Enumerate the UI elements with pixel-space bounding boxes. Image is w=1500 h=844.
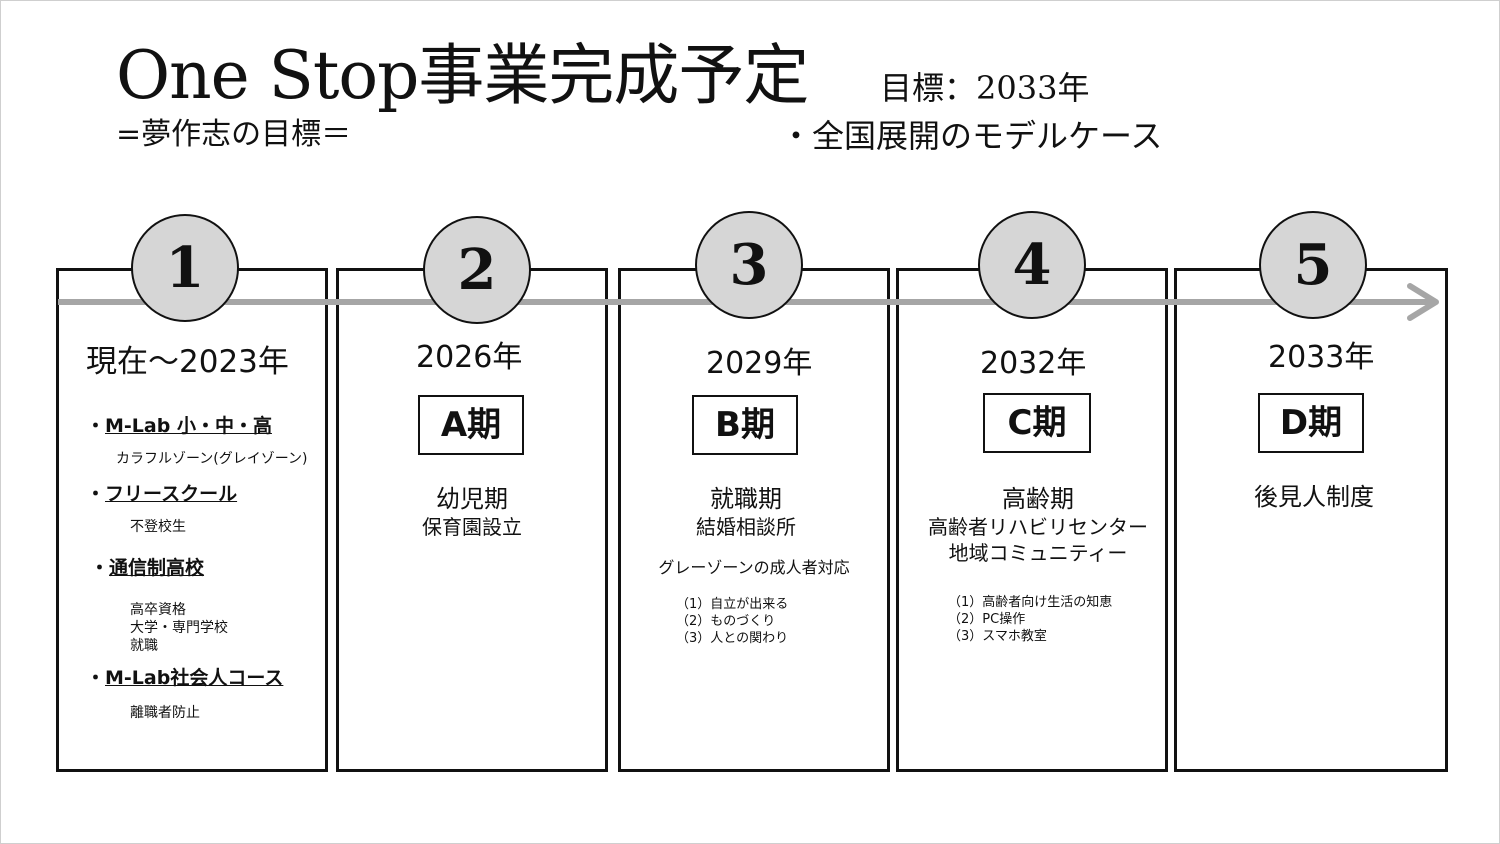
- stage4-note: （2）PC操作: [948, 612, 1026, 627]
- stage3-notes-list: （1）自立が出来る （2）ものづくり （3）人との関わり: [676, 596, 788, 647]
- item-label: フリースクール: [105, 483, 238, 505]
- stage-number-4: 4: [978, 211, 1086, 319]
- stage1-item-highschool: ・通信制高校: [90, 556, 204, 580]
- stage-heading-3: 就職期: [710, 485, 782, 513]
- stage1-note: 就職: [130, 638, 158, 654]
- stage1-note: 高卒資格: [130, 602, 186, 618]
- goal-label: 目標：2033年: [880, 69, 1090, 107]
- bullet: ・: [86, 415, 106, 437]
- slide-title: One Stop事業完成予定: [116, 37, 809, 114]
- stage-sub-3: 結婚相談所: [696, 515, 796, 539]
- stage-year-1: 現在～2023年: [86, 344, 289, 380]
- stage4-sub-list: 高齢者リハビリセンター 地域コミュニティー: [902, 514, 1174, 566]
- stage-heading-4: 高齢期: [1002, 485, 1074, 513]
- stage-heading-5: 後見人制度: [1254, 483, 1374, 511]
- stage-year-5: 2033年: [1268, 340, 1375, 375]
- stage-sub-4: 高齢者リハビリセンター: [928, 515, 1148, 539]
- stage-number-3: 3: [695, 211, 803, 319]
- stage1-item-mlab: ・M-Lab 小・中・高: [86, 414, 272, 438]
- bullet: ・: [90, 557, 110, 579]
- stage-year-2: 2026年: [416, 340, 523, 375]
- stage-sub-4: 地域コミュニティー: [948, 541, 1128, 565]
- stage1-note: 離職者防止: [130, 705, 200, 721]
- bullet: ・: [86, 667, 106, 689]
- stage4-note: （3）スマホ教室: [948, 629, 1047, 644]
- stage4-note: （1）高齢者向け生活の知恵: [948, 595, 1113, 610]
- stage3-note: （1）自立が出来る: [676, 597, 789, 612]
- item-label: M-Lab 小・中・高: [105, 415, 272, 437]
- stage-year-3: 2029年: [706, 346, 813, 381]
- stage1-note: 大学・専門学校: [130, 620, 228, 636]
- stage1-item-adult-course: ・M-Lab社会人コース: [86, 666, 283, 690]
- stage4-notes-list: （1）高齢者向け生活の知恵 （2）PC操作 （3）スマホ教室: [948, 594, 1112, 645]
- phase-label-2: A期: [418, 395, 524, 455]
- stage1-note: 不登校生: [130, 519, 186, 535]
- phase-label-4: C期: [983, 393, 1091, 453]
- stage-number-2: 2: [423, 216, 531, 324]
- stage3-note: （2）ものづくり: [676, 614, 776, 629]
- stage3-note: （3）人との関わり: [676, 631, 789, 646]
- item-label: 通信制高校: [109, 557, 205, 579]
- stage-sub-2: 保育園設立: [422, 515, 522, 539]
- phase-label-3: B期: [692, 395, 798, 455]
- item-label: M-Lab社会人コース: [105, 667, 284, 689]
- stage-year-4: 2032年: [980, 346, 1087, 381]
- slide-subtitle: =夢作志の目標＝: [116, 117, 352, 152]
- stage-number-5: 5: [1259, 211, 1367, 319]
- stage-number-1: 1: [131, 214, 239, 322]
- stage1-note: カラフルゾーン(グレイゾーン): [116, 451, 308, 467]
- bullet: ・: [86, 483, 106, 505]
- stage-extra-3: グレーゾーンの成人者対応: [658, 558, 850, 577]
- phase-label-5: D期: [1258, 393, 1364, 453]
- stage-heading-2: 幼児期: [436, 485, 508, 513]
- stage1-notes-list: 高卒資格 大学・専門学校 就職: [130, 601, 228, 655]
- model-case-label: ・全国展開のモデルケース: [780, 117, 1163, 155]
- stage1-item-freeschool: ・フリースクール: [86, 482, 237, 506]
